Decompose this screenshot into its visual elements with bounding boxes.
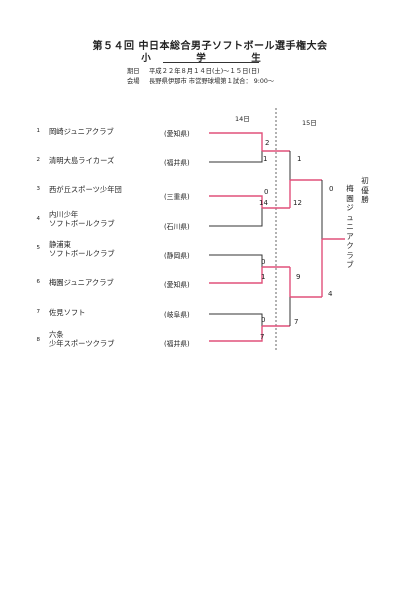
team-name: 六条 少年スポーツクラブ xyxy=(49,330,115,348)
division-underline xyxy=(163,62,259,63)
team-prefecture: (静岡県) xyxy=(164,252,190,260)
sf1-score-top: 1 xyxy=(297,155,302,163)
team-number: 8 xyxy=(36,337,41,343)
r1-line-team5 xyxy=(209,254,263,267)
team-prefecture: (愛知県) xyxy=(164,281,190,289)
r1-score-team4: 14 xyxy=(259,199,268,207)
r1-score-team3: 0 xyxy=(264,188,269,196)
team-prefecture: (岐阜県) xyxy=(164,311,190,319)
champion-name: 梅園ジュニアクラブ xyxy=(346,184,354,269)
r1-score-team5: 0 xyxy=(261,258,266,266)
team-number: 7 xyxy=(36,309,41,315)
team-name: 佐見ソフト xyxy=(49,308,86,317)
r1-line-team8 xyxy=(209,326,263,342)
day-header-15: 15日 xyxy=(302,119,317,127)
period-value: 平成２２年８月１４日(土)～１５日(日) xyxy=(149,68,260,75)
r1-score-team8: 7 xyxy=(260,333,265,341)
r1-score-team1: 2 xyxy=(265,139,270,147)
team-name: 清明大島ライカーズ xyxy=(49,156,115,165)
team-number: 4 xyxy=(36,216,41,222)
team-name: 静浦東 ソフトボールクラブ xyxy=(49,240,115,258)
period-label: 期日 xyxy=(127,68,140,75)
team-name: 梅園ジュニアクラブ xyxy=(49,278,114,287)
team-prefecture: (愛知県) xyxy=(164,130,190,138)
team-prefecture: (石川県) xyxy=(164,223,190,231)
r1-line-team2 xyxy=(209,151,263,163)
r1-line-team3 xyxy=(209,195,263,208)
team-name: 内川少年 ソフトボールクラブ xyxy=(49,210,115,228)
r1-line-team6 xyxy=(209,267,263,284)
final-score-bottom: 4 xyxy=(328,290,333,298)
r1-score-team6: 1 xyxy=(261,273,266,281)
r1-line-team4 xyxy=(209,208,263,227)
team-number: 1 xyxy=(36,128,41,134)
r1-line-team7 xyxy=(209,313,263,326)
venue-label: 会場 xyxy=(127,78,140,85)
team-prefecture: (三重県) xyxy=(164,193,190,201)
team-prefecture: (福井県) xyxy=(164,340,190,348)
team-number: 5 xyxy=(36,245,41,251)
sf2-score-top: 9 xyxy=(296,273,301,281)
sf1-score-bottom: 12 xyxy=(293,199,302,207)
team-name: 西が丘スポーツ少年団 xyxy=(49,185,122,194)
tournament-title: 第５４回 中日本総合男子ソフトボール選手権大会 xyxy=(92,41,328,52)
team-number: 3 xyxy=(36,186,41,192)
team-name: 岡崎ジュニアクラブ xyxy=(49,127,114,136)
r1-score-team2: 1 xyxy=(263,155,268,163)
champion-label: 初優勝 xyxy=(361,176,369,204)
r1-score-team7: 0 xyxy=(261,316,266,324)
r1-line-team1 xyxy=(209,132,263,151)
division-heading: 小 学 生 xyxy=(141,53,279,64)
team-prefecture: (福井県) xyxy=(164,159,190,167)
final-score-top: 0 xyxy=(329,185,334,193)
day-header-14: 14日 xyxy=(235,115,250,123)
sf2-score-bottom: 7 xyxy=(294,318,299,326)
team-number: 6 xyxy=(36,279,41,285)
venue-value: 長野県伊那市 市営野球場第１試合： 9:00～ xyxy=(149,78,275,85)
team-number: 2 xyxy=(36,157,41,163)
